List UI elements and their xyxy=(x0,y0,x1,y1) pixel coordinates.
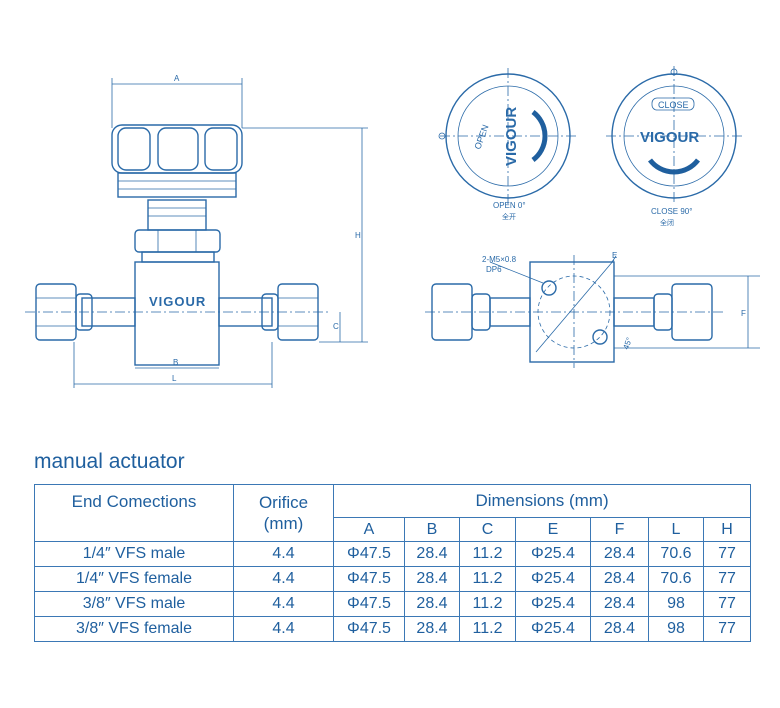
subheader-a: A xyxy=(333,517,405,542)
top-view-close: CLOSE VIGOUR CLOSE 90° 全闭 xyxy=(606,66,742,227)
dimensions-table: End Comections Orifice (mm) Dimensions (… xyxy=(34,484,752,642)
cell-c: 11.2 xyxy=(459,566,516,592)
cell-a: Φ47.5 xyxy=(333,591,405,617)
dim-h-label: H xyxy=(355,231,361,240)
cell-end: 3/8″ VFS female xyxy=(34,616,234,642)
subheader-c: C xyxy=(459,517,516,542)
table-row: 3/8″ VFS female 4.4 Φ47.5 28.4 11.2 Φ25.… xyxy=(34,616,752,642)
subheader-l: L xyxy=(648,517,704,542)
dim-a-label: A xyxy=(174,74,180,83)
cell-c: 11.2 xyxy=(459,591,516,617)
cell-e: Φ25.4 xyxy=(515,591,591,617)
subheader-e: E xyxy=(515,517,591,542)
cell-orifice: 4.4 xyxy=(233,591,334,617)
technical-drawing: A VIGOUR xyxy=(25,66,760,388)
cell-end: 3/8″ VFS male xyxy=(34,591,234,617)
close-brand: VIGOUR xyxy=(640,129,699,146)
header-orifice: Orifice (mm) xyxy=(233,484,334,542)
bottom-view: 2-M5×0.8 DP6 E 45° F xyxy=(425,251,760,368)
cell-b: 28.4 xyxy=(404,541,460,567)
dim-l-label: L xyxy=(172,374,177,383)
cell-l: 98 xyxy=(648,591,704,617)
header-dimensions: Dimensions (mm) xyxy=(332,484,752,518)
dim-f-label: F xyxy=(741,309,746,318)
table-row: 3/8″ VFS male 4.4 Φ47.5 28.4 11.2 Φ25.4 … xyxy=(34,591,752,617)
dim-e-label: E xyxy=(612,251,617,260)
open-brand: VIGOUR xyxy=(503,107,520,166)
thread-note: 2-M5×0.8 xyxy=(482,255,517,264)
dim-b-label: B xyxy=(173,358,178,367)
cell-h: 77 xyxy=(702,566,752,592)
cell-l: 70.6 xyxy=(648,541,704,567)
subheader-h: H xyxy=(702,517,752,542)
side-view: A VIGOUR xyxy=(25,74,368,388)
cell-f: 28.4 xyxy=(590,591,649,617)
subheader-b: B xyxy=(404,517,460,542)
cell-h: 77 xyxy=(702,591,752,617)
cell-orifice: 4.4 xyxy=(233,541,334,567)
close-caption: CLOSE 90° xyxy=(651,207,692,216)
cell-f: 28.4 xyxy=(590,541,649,567)
table-row: 1/4″ VFS male 4.4 Φ47.5 28.4 11.2 Φ25.4 … xyxy=(34,541,752,567)
cell-l: 98 xyxy=(648,616,704,642)
subheader-f: F xyxy=(590,517,649,542)
cell-f: 28.4 xyxy=(590,616,649,642)
cell-a: Φ47.5 xyxy=(333,566,405,592)
cell-c: 11.2 xyxy=(459,616,516,642)
close-ring-label: CLOSE xyxy=(658,100,689,110)
cell-end: 1/4″ VFS female xyxy=(34,566,234,592)
open-ring-label: OPEN xyxy=(472,123,490,150)
cell-e: Φ25.4 xyxy=(515,541,591,567)
close-caption-cn: 全闭 xyxy=(660,218,674,227)
cell-a: Φ47.5 xyxy=(333,616,405,642)
cell-b: 28.4 xyxy=(404,616,460,642)
cell-b: 28.4 xyxy=(404,591,460,617)
cell-orifice: 4.4 xyxy=(233,566,334,592)
header-end-connections: End Comections xyxy=(34,484,234,542)
cell-end: 1/4″ VFS male xyxy=(34,541,234,567)
side-view-brand: VIGOUR xyxy=(149,294,206,309)
cell-a: Φ47.5 xyxy=(333,541,405,567)
open-caption: OPEN 0° xyxy=(493,201,526,210)
cell-e: Φ25.4 xyxy=(515,566,591,592)
open-caption-cn: 全开 xyxy=(502,212,516,221)
dim-c-label: C xyxy=(333,322,339,331)
cell-orifice: 4.4 xyxy=(233,616,334,642)
cell-h: 77 xyxy=(702,541,752,567)
cell-c: 11.2 xyxy=(459,541,516,567)
cell-h: 77 xyxy=(702,616,752,642)
section-title: manual actuator xyxy=(34,450,185,473)
cell-f: 28.4 xyxy=(590,566,649,592)
cell-e: Φ25.4 xyxy=(515,616,591,642)
cell-b: 28.4 xyxy=(404,566,460,592)
top-view-open: OPEN VIGOUR OPEN 0° 全开 xyxy=(438,68,578,221)
angle-label: 45° xyxy=(621,336,634,350)
depth-note: DP6 xyxy=(486,265,502,274)
cell-l: 70.6 xyxy=(648,566,704,592)
table-row: 1/4″ VFS female 4.4 Φ47.5 28.4 11.2 Φ25.… xyxy=(34,566,752,592)
